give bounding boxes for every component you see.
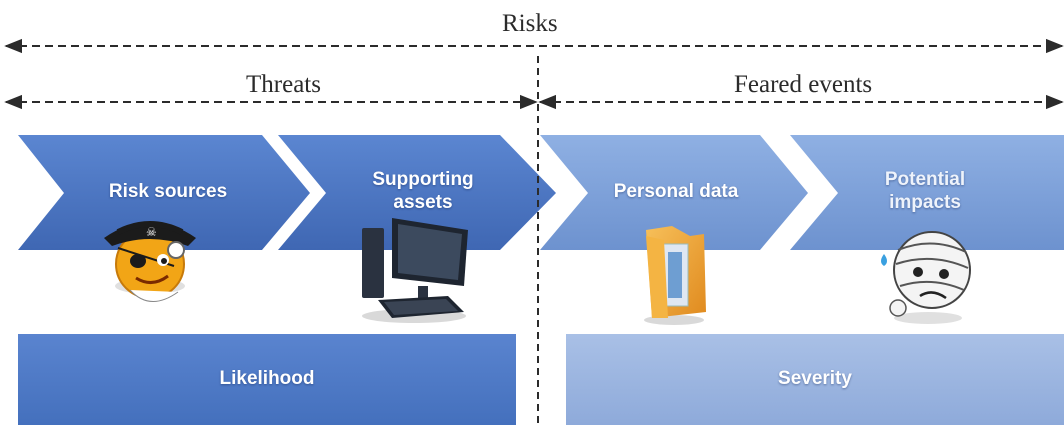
computer-icon	[362, 218, 468, 323]
personal-data-label: Personal data	[613, 181, 739, 202]
chevron-personal-data	[540, 135, 808, 250]
likelihood-bar	[18, 334, 516, 425]
threats-label: Threats	[240, 70, 327, 100]
folder-icon	[644, 226, 706, 325]
severity-label: Severity	[778, 368, 852, 389]
risks-label: Risks	[496, 9, 564, 39]
feared-events-label: Feared events	[728, 70, 879, 100]
bandaged-face-icon	[881, 231, 971, 324]
chevron-potential-impacts	[790, 135, 1064, 250]
supporting-assets-label: Supporting assets	[372, 169, 474, 213]
pirate-icon: ☠	[104, 221, 196, 302]
likelihood-label: Likelihood	[219, 368, 315, 389]
potential-impacts-label: Potential impacts	[884, 169, 966, 213]
chevron-supporting-assets	[278, 135, 556, 250]
svg-text:☠: ☠	[146, 225, 157, 239]
severity-bar	[566, 334, 1064, 425]
chevron-risk-sources	[18, 135, 310, 250]
risk-sources-label: Risk sources	[108, 181, 228, 202]
